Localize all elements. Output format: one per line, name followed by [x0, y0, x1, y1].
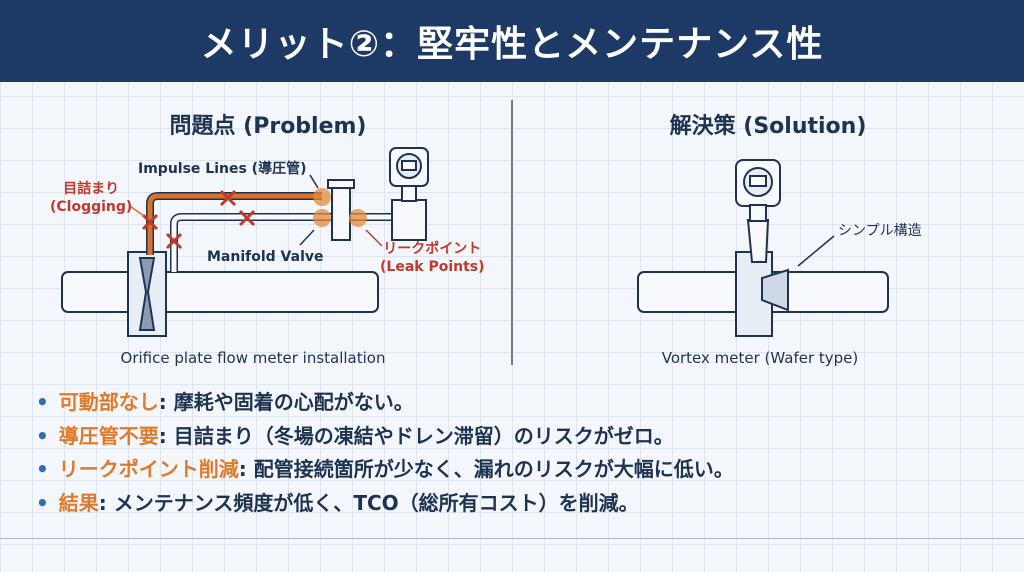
arrow-manifold [299, 229, 315, 246]
benefit-list: • 可動部なし: 摩耗や固着の心配がない。 • 導圧管不要: 目詰まり（冬場の凍結や… [36, 386, 734, 520]
leak-label-en: (Leak Points) [380, 259, 485, 275]
bullet-text: : 配管接続箇所が少なく、漏れのリスクが大幅に低い。 [238, 457, 734, 481]
bullet-no-moving-parts: • 可動部なし: 摩耗や固着の心配がない。 [36, 386, 734, 420]
leak-point-3 [349, 209, 367, 227]
orifice-plate [138, 257, 156, 331]
leak-point-1 [313, 188, 331, 206]
vortex-screen [749, 175, 767, 187]
clogging-label-jp: 目詰まり [63, 181, 120, 197]
bullet-dot: • [36, 490, 49, 515]
clog-x-3 [219, 189, 237, 207]
solution-caption: Vortex meter (Wafer type) [661, 349, 859, 367]
manifold-valve-label: Manifold Valve [207, 249, 324, 265]
leak-label-jp: リークポイント [383, 241, 482, 257]
transmitter-neck [401, 184, 417, 202]
bullet-dot: • [36, 423, 49, 448]
clog-x-4 [238, 209, 256, 227]
bullet-text: : 摩耗や固着の心配がない。 [158, 390, 414, 414]
bullet-dot: • [36, 457, 49, 481]
slide-title: メリット②：堅牢性とメンテナンス性 [200, 24, 824, 65]
bullet-fewer-leak-points: • リークポイント削減: 配管接続箇所が少なく、漏れのリスクが大幅に低い。 [36, 453, 734, 487]
arrow-leak [365, 229, 383, 247]
main-pipe-left [61, 271, 379, 313]
bullet-dot: • [36, 390, 49, 414]
leak-points-label: リークポイント (Leak Points) [380, 240, 485, 276]
bullet-key: リークポイント削減 [58, 457, 239, 481]
bullet-key: 可動部なし [58, 390, 159, 414]
problem-caption: Orifice plate flow meter installation [120, 349, 386, 367]
clogging-label-en: (Clogging) [50, 199, 133, 215]
bullet-no-impulse-lines: • 導圧管不要: 目詰まり（冬場の凍結やドレン滞留）のリスクがゼロ。 [36, 420, 734, 454]
simple-structure-label: シンプル構造 [838, 223, 922, 239]
arrow-simple [797, 235, 835, 267]
vortex-diagram [637, 159, 889, 337]
impulse-line-low-fill [171, 214, 400, 272]
transmitter-screen [401, 160, 417, 171]
arrow-impulse [309, 174, 319, 189]
solution-title: 解決策 (Solution) [669, 114, 867, 139]
problem-title: 問題点 (Problem) [169, 114, 367, 139]
bullet-text: : 目詰まり（冬場の凍結やドレン滞留）のリスクがゼロ。 [158, 423, 674, 448]
arrow-clogging [129, 205, 145, 217]
bullet-text: : メンテナンス頻度が低く、TCO（総所有コスト）を削減。 [98, 490, 639, 515]
clog-x-1 [141, 213, 159, 231]
vortex-stem [746, 219, 770, 263]
panel-divider [511, 100, 513, 365]
clog-markers [141, 189, 256, 250]
manifold-valve [331, 183, 351, 241]
bottom-rule [0, 538, 1024, 539]
impulse-lines-label: Impulse Lines (導圧管) [138, 161, 307, 177]
bullet-key: 導圧管不要 [58, 423, 159, 448]
bullet-key: 結果 [58, 490, 99, 515]
orifice-diagram [61, 147, 429, 337]
leak-point-2 [313, 209, 331, 227]
manifold-cap [327, 179, 355, 189]
clogging-label: 目詰まり (Clogging) [50, 180, 132, 216]
header-bar: メリット②：堅牢性とメンテナンス性 [0, 0, 1024, 82]
impulse-line-high-fill [147, 193, 322, 255]
clog-x-2 [165, 232, 183, 250]
vortex-neck [749, 204, 767, 222]
bluff-body [761, 268, 789, 312]
bullet-result: • 結果: メンテナンス頻度が低く、TCO（総所有コスト）を削減。 [36, 487, 734, 521]
transmitter-body [391, 199, 427, 241]
leak-point-markers [313, 188, 367, 227]
